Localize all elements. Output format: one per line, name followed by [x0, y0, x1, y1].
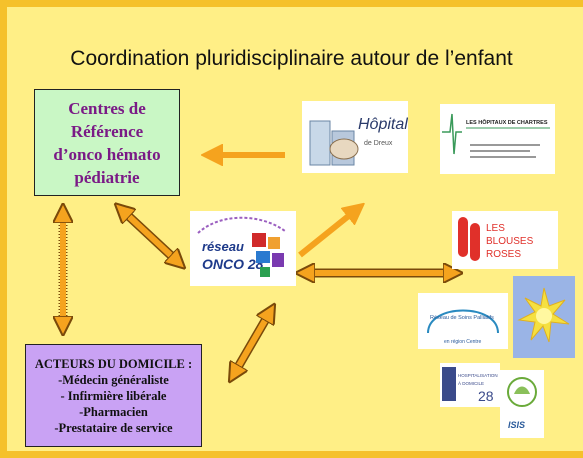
sun-logo	[513, 276, 575, 358]
domicile-item: - Infirmière libérale	[60, 388, 167, 403]
top-band	[0, 0, 583, 7]
hopitaux-chartres-logo: LES HÔPITAUX DE CHARTRES	[440, 104, 555, 174]
domicile-item: -Médecin généraliste	[58, 372, 169, 387]
centres-reference-box: Centres de Référence d’onco hémato pédia…	[34, 89, 180, 196]
blouses-line3: ROSES	[486, 249, 521, 260]
hospitalisation-domicile-logo: HOSPITALISATION À DOMICILE 28	[440, 363, 500, 407]
onco-text: ONCO 28	[202, 256, 264, 272]
had-line2: À DOMICILE	[458, 380, 484, 386]
bottom-band	[0, 451, 583, 458]
arrow-reseau-hopital	[298, 210, 356, 258]
chartres-name: LES HÔPITAUX DE CHARTRES	[466, 118, 548, 126]
centres-line-3: d’onco hémato	[53, 144, 161, 164]
blouses-line2: BLOUSES	[486, 236, 534, 247]
hopital-name: Hôpital	[358, 116, 408, 133]
isis-logo: ISIS	[500, 370, 544, 438]
hopital-sub: de Dreux	[364, 140, 393, 147]
blouses-roses-logo: LES BLOUSES ROSES	[452, 211, 558, 269]
soins-palliatifs-logo: Réseau de Soins Palliatifs en région Cen…	[418, 293, 508, 349]
domicile-item: -Pharmacien	[79, 404, 148, 419]
reseau-text: réseau	[202, 239, 244, 254]
isis-text: ISIS	[508, 420, 525, 430]
domicile-item: -Prestataire de service	[54, 420, 173, 435]
centres-line-2: Référence	[70, 121, 144, 141]
centres-line-1: Centres de	[68, 98, 146, 118]
centres-line-4: pédiatrie	[74, 167, 140, 187]
had-line1: HOSPITALISATION	[458, 373, 498, 378]
domicile-heading: ACTEURS DU DOMICILE :	[34, 356, 193, 371]
acteurs-domicile-box: ACTEURS DU DOMICILE : -Médecin généralis…	[25, 344, 202, 447]
hopital-dreux-logo: Hôpital de Dreux	[302, 101, 408, 173]
palliatifs-sub: en région Centre	[444, 339, 481, 345]
palliatifs-text: Réseau de Soins Palliatifs	[430, 315, 494, 321]
had-num: 28	[478, 388, 494, 404]
blouses-line1: LES	[486, 223, 505, 234]
left-band	[0, 0, 7, 458]
slide-title: Coordination pluridisciplinaire autour d…	[70, 47, 513, 70]
reseau-onco-logo: réseau ONCO 28	[190, 211, 296, 286]
